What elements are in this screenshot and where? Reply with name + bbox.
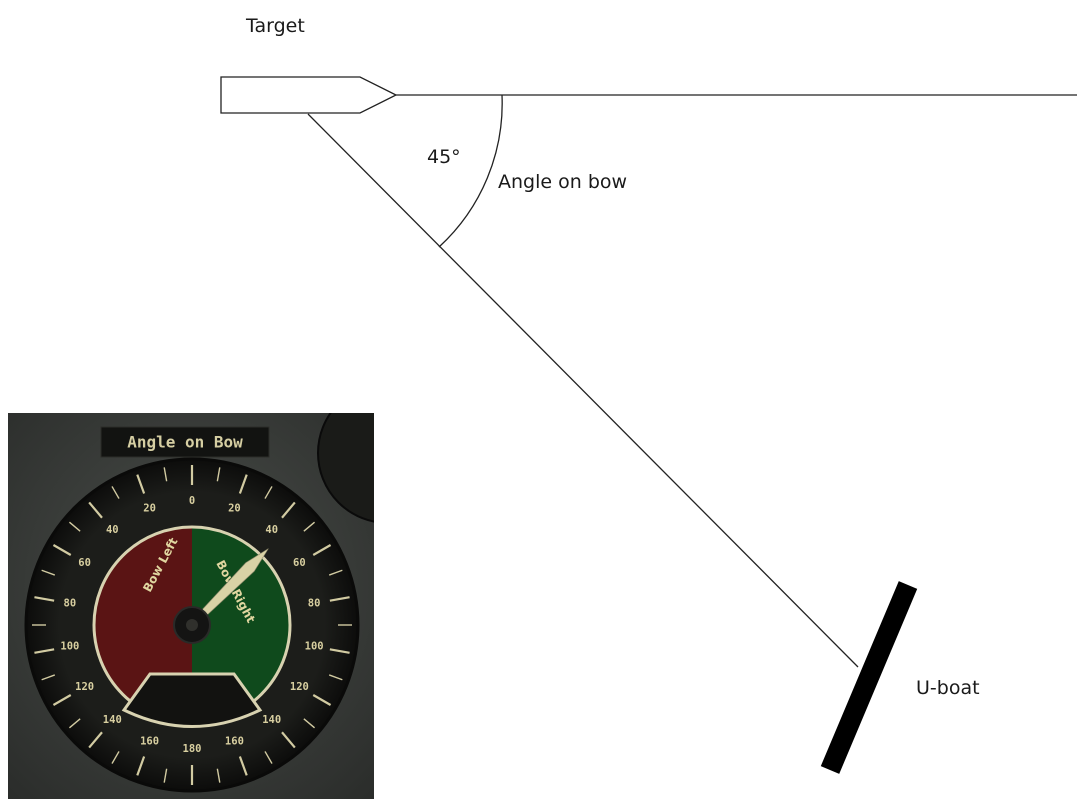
scale-tick (34, 648, 55, 654)
scale-tick (111, 751, 120, 764)
uboat-hull (820, 581, 918, 774)
gauge-title: Angle on Bow (127, 433, 243, 452)
scale-number: 80 (64, 597, 77, 609)
adjacent-dial (317, 413, 374, 523)
target-ship (220, 76, 398, 114)
scale-tick (52, 544, 72, 556)
scale-tick (281, 501, 296, 519)
scale-tick (303, 718, 316, 729)
scale-tick (264, 486, 273, 499)
scale-tick (88, 501, 103, 519)
scale-tick (329, 648, 350, 654)
scale-tick (68, 718, 81, 729)
scale-tick (34, 596, 55, 602)
angle-value-label: 45° (427, 146, 461, 168)
scale-tick (303, 521, 316, 532)
scale-tick (163, 768, 168, 783)
scale-tick (68, 521, 81, 532)
scale-number: 40 (106, 524, 119, 536)
scale-tick (238, 756, 248, 776)
scale-tick (111, 486, 120, 499)
scale-tick (238, 474, 248, 494)
scale-tick (216, 467, 221, 482)
scale-tick (52, 694, 72, 706)
scale-number: 20 (143, 502, 156, 514)
needle-hub-cap (186, 619, 198, 631)
scale-tick (264, 751, 273, 764)
angle-arc (438, 94, 503, 248)
scale-number: 40 (265, 524, 278, 536)
scale-number: 80 (308, 597, 321, 609)
angle-on-bow-label: Angle on bow (498, 171, 628, 193)
scale-number: 160 (225, 736, 244, 748)
target-label: Target (246, 15, 305, 37)
gauge-scale-numbers: 0 20 40 60 80 100 120 140 160 180 20 40 60 80 100 120 14… (60, 495, 323, 755)
scale-number: 120 (290, 681, 309, 693)
scale-tick (41, 674, 56, 681)
scale-tick (281, 731, 296, 749)
scale-number: 140 (262, 714, 281, 726)
scale-tick (329, 596, 350, 602)
scale-number: 100 (305, 641, 324, 653)
scale-number: 100 (60, 641, 79, 653)
scale-tick (41, 569, 56, 576)
gauge-scale-ticks (32, 465, 352, 785)
uboat-label: U-boat (916, 677, 980, 699)
scale-tick (88, 731, 103, 749)
scale-tick (216, 768, 221, 783)
scale-tick (312, 544, 332, 556)
scale-tick (136, 474, 146, 494)
scale-tick (136, 756, 146, 776)
scale-number: 120 (75, 681, 94, 693)
gauge-title-plate (100, 426, 270, 458)
scale-tick (312, 694, 332, 706)
scale-number: 160 (140, 736, 159, 748)
stern-window (121, 672, 263, 728)
scale-number: 140 (103, 714, 122, 726)
scale-number: 60 (293, 557, 306, 569)
scale-tick (328, 569, 343, 576)
line-of-sight (307, 113, 859, 668)
angle-on-bow-gauge-panel: Angle on Bow 0 20 40 60 80 100 120 140 160 180 20 4… (8, 413, 374, 799)
scale-tick (163, 467, 168, 482)
scale-number: 0 (189, 495, 195, 507)
scale-number: 180 (183, 743, 202, 755)
scale-number: 60 (78, 557, 91, 569)
scale-number: 20 (228, 502, 241, 514)
scale-tick (328, 674, 343, 681)
